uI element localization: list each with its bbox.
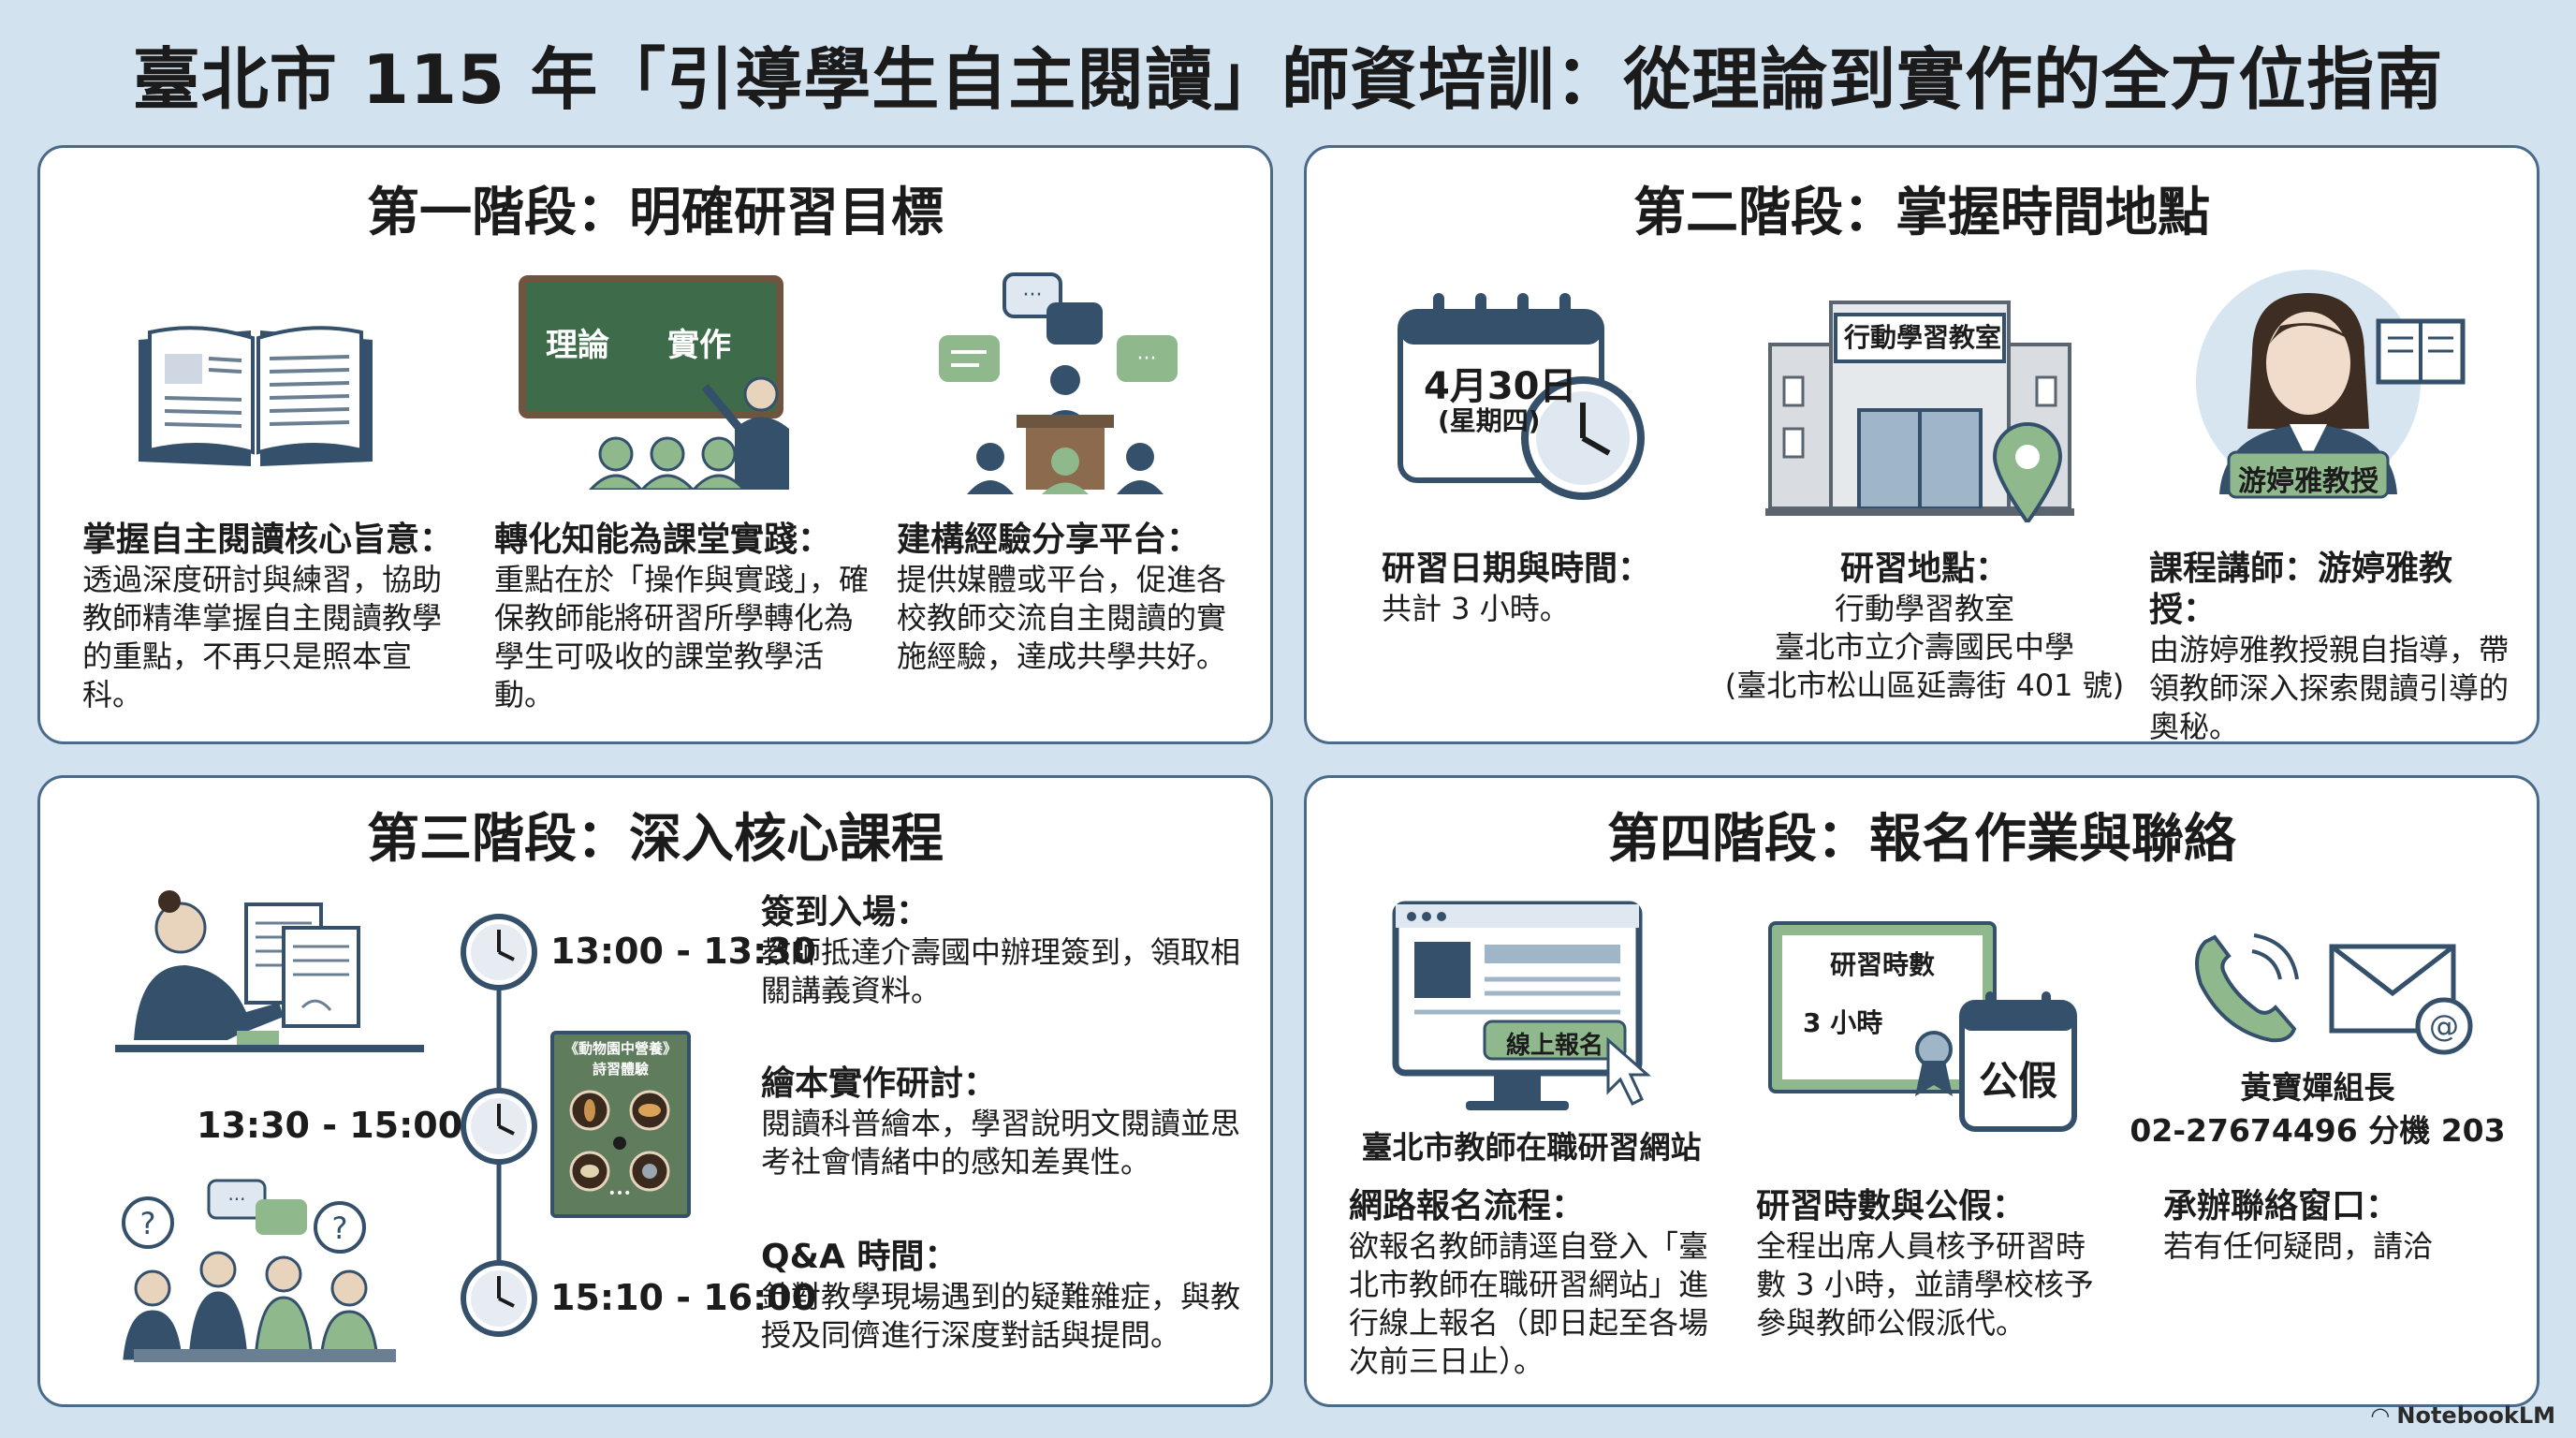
phone-icon	[2195, 933, 2299, 1043]
stage4-register-block: 網路報名流程： 欲報名教師請逕自登入「臺北市教師在職研習網站」進行線上報名（即日…	[1349, 1186, 1723, 1381]
time-slot-2: 13:30 - 15:00	[197, 1105, 463, 1146]
stage3-panel: 第三階段：深入核心課程 ? ··· ?	[37, 775, 1273, 1407]
svg-text:···: ···	[227, 1188, 245, 1211]
chalkboard-teacher-icon: 理論 實作	[518, 274, 808, 490]
picture-book-cover: 《動物園中營養》 詩習體驗 •••	[550, 1031, 691, 1218]
professor-avatar: 游婷雅教授	[2187, 265, 2467, 513]
svg-text:•••: •••	[608, 1186, 632, 1199]
contact-heading: 承辦聯絡窗口：	[2163, 1187, 2400, 1225]
svg-text:···: ···	[1137, 347, 1157, 371]
reg-body: 欲報名教師請逕自登入「臺北市教師在職研習網站」進行線上報名（即日起至各場次前三日…	[1349, 1228, 1709, 1379]
stage2-lecturer-block: 課程講師：游婷雅教授： 由游婷雅教授親自指導，帶領教師深入探索閱讀引導的奧秘。	[2149, 549, 2514, 746]
contact-phone: 02-27674496 分機 203	[2130, 1112, 2506, 1149]
reg-heading: 網路報名流程：	[1349, 1187, 1586, 1225]
stage1-title: 第一階段：明確研習目標	[367, 183, 944, 243]
stage1-goal-3: 建構經驗分享平台： 提供媒體或平台，促進各校教師交流自主閱讀的實施經驗，達成共學…	[897, 520, 1238, 676]
sign-in-person-icon	[115, 890, 424, 1052]
goal-3-body: 提供媒體或平台，促進各校教師交流自主閱讀的實施經驗，達成共學共好。	[897, 562, 1227, 674]
hours-heading: 研習時數與公假：	[1756, 1187, 2027, 1225]
session-1-body: 教師抵達介壽國中辦理簽到，領取相關講義資料。	[761, 934, 1241, 1008]
registration-monitor-icon: 線上報名	[1391, 900, 1672, 1124]
clock-icon-3	[461, 1260, 537, 1337]
notebooklm-watermark: ◠ NotebookLM	[2372, 1402, 2555, 1429]
time-slot-1: 13:00 - 13:30	[550, 931, 817, 972]
book-subtitle: 詩習體驗	[592, 1061, 649, 1078]
notebooklm-icon: ◠	[2371, 1402, 2397, 1429]
school-building-icon: 行動學習教室	[1765, 288, 2074, 522]
stage1-goal-2: 轉化知能為課堂實踐： 重點在於「操作與實踐」，確保教師能將研習所學轉化為學生可吸…	[494, 520, 869, 714]
session-2-body: 閱讀科普繪本，學習說明文閱讀並思考社會情緒中的感知差異性。	[761, 1106, 1241, 1180]
stage4-title: 第四階段：報名作業與聯絡	[1607, 809, 2236, 870]
time-slot-3: 15:10 - 16:00	[550, 1277, 817, 1318]
calendar-weekday: (星期四)	[1438, 405, 1541, 436]
calendar-date: 4月30日	[1424, 365, 1577, 408]
clock-icon-1	[461, 914, 537, 990]
place-line-2: 臺北市立介壽國民中學	[1774, 629, 2074, 665]
stage2-title: 第二階段：掌握時間地點	[1633, 183, 2210, 243]
place-heading: 研習地點：	[1839, 550, 2009, 588]
goal-1-body: 透過深度研討與練習，協助教師精準掌握自主閱讀教學的重點，不再只是照本宣科。	[82, 562, 443, 712]
stage2-panel: 第二階段：掌握時間地點 4月30日 (星期四) 行	[1304, 145, 2539, 744]
sharing-podium-icon: ··· ···	[939, 272, 1178, 494]
board-practice-label: 實作	[667, 327, 731, 364]
professor-badge: 游婷雅教授	[2238, 465, 2378, 498]
stage2-place-block: 研習地點： 行動學習教室 臺北市立介壽國民中學 (臺北市松山區延壽街 401 號…	[1719, 549, 2130, 705]
goal-1-heading: 掌握自主閱讀核心旨意：	[82, 521, 454, 559]
contact-name: 黃寶嬋組長	[2240, 1069, 2395, 1106]
building-sign: 行動學習教室	[1843, 322, 2001, 353]
stage2-date-block: 研習日期與時間： 共計 3 小時。	[1382, 549, 1700, 628]
goal-2-heading: 轉化知能為課堂實踐：	[494, 521, 832, 559]
calendar-clock-icon: 4月30日 (星期四)	[1396, 288, 1653, 504]
goal-3-heading: 建構經驗分享平台：	[897, 521, 1201, 559]
open-book-icon	[139, 326, 373, 466]
session-signin: 簽到入場： 教師抵達介壽國中辦理簽到，領取相關講義資料。	[761, 892, 1248, 1010]
session-2-heading: 繪本實作研討：	[761, 1064, 998, 1103]
stage3-title: 第三階段：深入核心課程	[367, 809, 944, 870]
stage1-panel: 第一階段：明確研習目標 理論 實作	[37, 145, 1273, 744]
stage4-panel: 第四階段：報名作業與聯絡 線上報名 臺北市教師在職研習網站 研習時數	[1304, 775, 2539, 1407]
svg-text:@: @	[2429, 1008, 2459, 1044]
site-caption: 臺北市教師在職研習網站	[1361, 1129, 1702, 1166]
svg-text:?: ?	[332, 1211, 348, 1246]
group-discussion-icon: ? ··· ?	[122, 1179, 396, 1362]
certificate-icon: 研習時數 3 小時 公假	[1765, 918, 2084, 1143]
stage4-contact-block: 承辦聯絡窗口： 若有任何疑問，請洽	[2163, 1186, 2500, 1266]
mail-icon: @	[2329, 944, 2473, 1055]
page-title: 臺北市 115 年「引導學生自主閱讀」師資培訓：從理論到實作的全方位指南	[132, 40, 2444, 119]
lecturer-heading: 課程講師：游婷雅教授：	[2149, 550, 2453, 629]
stage1-goal-1: 掌握自主閱讀核心旨意： 透過深度研討與練習，協助教師精準掌握自主閱讀教學的重點，…	[82, 520, 457, 714]
cert-title: 研習時數	[1829, 949, 1935, 980]
clock-icon-2	[461, 1088, 537, 1165]
hours-body: 全程出席人員核予研習時數 3 小時，並請學校核予參與教師公假派代。	[1756, 1228, 2094, 1341]
session-1-heading: 簽到入場：	[761, 893, 930, 932]
lecturer-body: 由游婷雅教授親自指導，帶領教師深入探索閱讀引導的奧秘。	[2149, 632, 2510, 744]
place-line-3: (臺北市松山區延壽街 401 號)	[1724, 668, 2125, 703]
date-heading: 研習日期與時間：	[1382, 550, 1652, 588]
goal-2-body: 重點在於「操作與實踐」，確保教師能將研習所學轉化為學生可吸收的課堂教學活動。	[494, 562, 870, 712]
svg-text:···: ···	[1023, 284, 1043, 307]
session-workshop: 繪本實作研討： 閱讀科普繪本，學習說明文閱讀並思考社會情緒中的感知差異性。	[761, 1064, 1248, 1181]
session-3-heading: Q&A 時間：	[761, 1238, 959, 1276]
book-animal-illustrations: •••	[569, 1090, 670, 1199]
online-register-button: 線上報名	[1505, 1032, 1603, 1060]
session-3-body: 針對教學現場遇到的疑難雜症，與教授及同儕進行深度對話與提問。	[761, 1279, 1241, 1353]
contact-body: 若有任何疑問，請洽	[2163, 1228, 2434, 1264]
place-line-1: 行動學習教室	[1834, 591, 2014, 626]
stage4-hours-block: 研習時數與公假： 全程出席人員核予研習時數 3 小時，並請學校核予參與教師公假派…	[1756, 1186, 2112, 1343]
cert-hours: 3 小時	[1803, 1007, 1883, 1038]
session-qa: Q&A 時間： 針對教學現場遇到的疑難雜症，與教授及同儕進行深度對話與提問。	[761, 1237, 1248, 1355]
official-leave-label: 公假	[1978, 1058, 2057, 1104]
board-theory-label: 理論	[546, 327, 609, 364]
svg-text:?: ?	[140, 1206, 156, 1241]
date-body: 共計 3 小時。	[1382, 591, 1570, 626]
book-title: 《動物園中營養》	[564, 1040, 677, 1057]
footer-text: NotebookLM	[2396, 1402, 2555, 1429]
